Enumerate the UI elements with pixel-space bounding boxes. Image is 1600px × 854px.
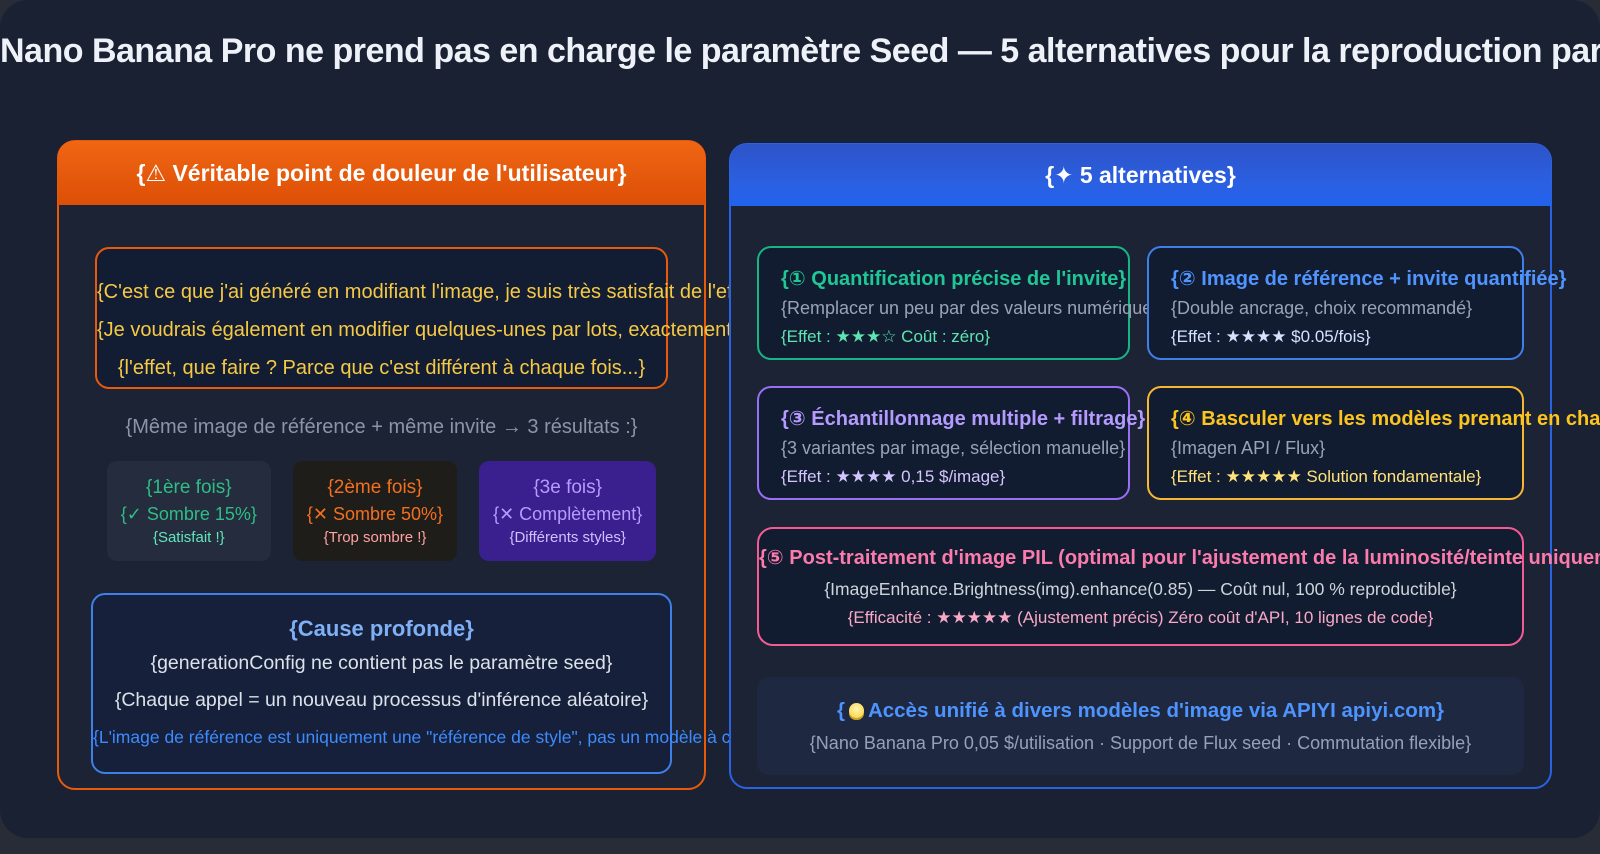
root-cause-title: {Cause profonde} — [289, 616, 474, 641]
alt-box-4-switch-models: {④ Basculer vers les modèles prenant en … — [1147, 386, 1600, 500]
pain-point-panel: {⚠ Véritable point de douleur de l'utili… — [57, 140, 837, 790]
result-3-title: {3e fois} — [533, 477, 602, 498]
apiyi-subtitle: {Nano Banana Pro 0,05 $/utilisation · Su… — [809, 733, 1472, 753]
alt-5-effect-rating: {Efficacité : ★★★★★ (Ajustement précis) … — [847, 608, 1434, 627]
root-cause-line-2: {Chaque appel = un nouveau processus d'i… — [114, 689, 649, 711]
results-row: {1ère fois} {✓ Sombre 15%} {Satisfait !}… — [59, 461, 704, 561]
result-2-detail: {✕ Sombre 50%} — [306, 504, 444, 524]
root-cause-line-1: {generationConfig ne contient pas le par… — [150, 652, 613, 674]
comparison-label: {Même image de référence + même invite →… — [125, 416, 638, 438]
root-cause-note: {L'image de référence est uniquement une… — [93, 727, 776, 747]
lightbulb-icon — [848, 703, 864, 718]
alt-2-title: {② Image de référence + invite quantifié… — [1171, 268, 1567, 290]
alt-5-title: {⑤ Post-traitement d'image PIL (optimal … — [759, 547, 1600, 569]
alt-box-2-reference-image: {② Image de référence + invite quantifié… — [1147, 246, 1567, 360]
alt-4-effect-rating: {Effet : ★★★★★ Solution fondamentale} — [1171, 467, 1482, 486]
alt-2-desc: {Double ancrage, choix recommandé} — [1171, 298, 1473, 318]
result-1-verdict: {Satisfait !} — [152, 529, 225, 546]
alternatives-panel: {✦ 5 alternatives} {① Quantification pré… — [729, 143, 1600, 789]
alternatives-content: {① Quantification précise de l'invite} {… — [731, 206, 1600, 775]
alt-2-effect-rating: {Effet : ★★★★ $0.05/fois} — [1171, 327, 1371, 346]
quote-line-1: {C'est ce que j'ai généré en modifiant l… — [97, 281, 762, 303]
user-quote-box: {C'est ce que j'ai généré en modifiant l… — [95, 247, 837, 389]
alt-3-effect-rating: {Effet : ★★★★ 0,15 $/image} — [781, 467, 1006, 486]
alt-box-1-prompt-quantification: {① Quantification précise de l'invite} {… — [757, 246, 1168, 360]
root-cause-box: {Cause profonde} {generationConfig ne co… — [91, 593, 776, 774]
result-3-verdict: {Différents styles} — [509, 529, 626, 546]
alt-box-3-multi-sampling: {③ Échantillonnage multiple + filtrage} … — [757, 386, 1146, 500]
apiyi-callout-box: { Accès unifié à divers modèles d'image v… — [757, 677, 1524, 775]
alt-box-5-pil-postprocessing: {⑤ Post-traitement d'image PIL (optimal … — [757, 527, 1600, 646]
brace-open: { — [836, 699, 845, 722]
apiyi-title: { Accès unifié à divers modèles d'image v… — [757, 696, 1524, 726]
result-card-3: {3e fois} {✕ Complètement} {Différents s… — [479, 461, 657, 561]
result-1-detail: {✓ Sombre 15%} — [120, 504, 257, 524]
result-3-detail: {✕ Complètement} — [493, 504, 643, 524]
alt-1-title: {① Quantification précise de l'invite} — [781, 268, 1127, 290]
page-title: Nano Banana Pro ne prend pas en charge l… — [0, 32, 1600, 70]
alternatives-panel-header: {✦ 5 alternatives} — [730, 144, 1551, 206]
alt-3-title: {③ Échantillonnage multiple + filtrage} — [781, 408, 1146, 430]
alt-4-title: {④ Basculer vers les modèles prenant en … — [1171, 408, 1600, 430]
alt-4-desc: {Imagen API / Flux} — [1171, 438, 1326, 458]
apiyi-title-text: Accès unifié à divers modèles d'image vi… — [867, 699, 1445, 722]
alt-5-code-snippet: {ImageEnhance.Brightness(img).enhance(0.… — [824, 579, 1457, 599]
result-1-title: {1ère fois} — [146, 477, 232, 498]
alt-1-effect-rating: {Effet : ★★★☆ Coût : zéro} — [781, 327, 991, 346]
alt-1-desc: {Remplacer un peu par des valeurs numéri… — [781, 298, 1168, 318]
result-card-2: {2ème fois} {✕ Sombre 50%} {Trop sombre … — [292, 461, 458, 561]
alternatives-grid: {① Quantification précise de l'invite} {… — [757, 246, 1600, 500]
alt-3-desc: {3 variantes par image, sélection manuel… — [781, 438, 1126, 458]
result-card-1: {1ère fois} {✓ Sombre 15%} {Satisfait !} — [106, 461, 271, 561]
quote-line-3: {l'effet, que faire ? Parce que c'est di… — [117, 357, 646, 379]
quote-line-2: {Je voudrais également en modifier quelq… — [97, 319, 837, 341]
result-2-verdict: {Trop sombre !} — [323, 529, 427, 546]
pain-panel-header: {⚠ Véritable point de douleur de l'utili… — [58, 141, 705, 205]
result-2-title: {2ème fois} — [327, 477, 423, 498]
